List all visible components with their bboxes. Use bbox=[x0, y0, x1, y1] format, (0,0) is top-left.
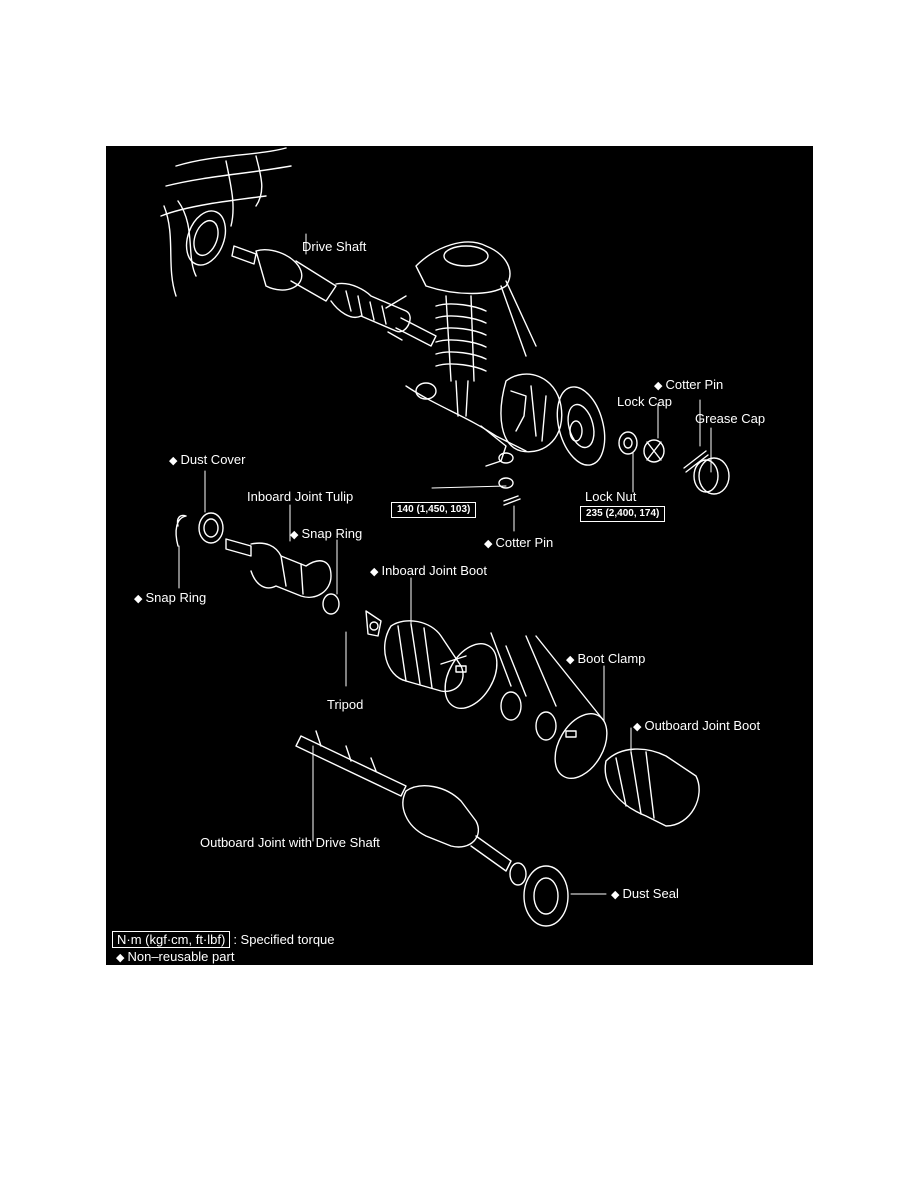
strut-and-knuckle bbox=[405, 241, 606, 467]
non-reusable-marker-icon: ◆ bbox=[654, 380, 663, 392]
label-text: Snap Ring bbox=[301, 526, 363, 541]
non-reusable-marker-icon: ◆ bbox=[484, 538, 493, 550]
non-reusable-marker-icon: ◆ bbox=[169, 455, 178, 467]
legend-torque: N·m (kgf·cm, ft·lbf): Specified torque bbox=[112, 931, 335, 948]
label-text: Cotter Pin bbox=[495, 535, 554, 550]
torque-box-knuckle-nut: 140 (1,450, 103) bbox=[391, 502, 477, 518]
label-dust-seal: ◆Dust Seal bbox=[611, 886, 679, 903]
boot-clamps bbox=[444, 632, 608, 779]
label-snap-ring-right: ◆Snap Ring bbox=[290, 526, 362, 543]
label-dust-cover: ◆Dust Cover bbox=[169, 452, 246, 469]
label-cotter-pin-bottom: ◆Cotter Pin bbox=[484, 535, 553, 552]
drive-shaft-assembly bbox=[231, 245, 437, 347]
non-reusable-marker-icon: ◆ bbox=[290, 529, 299, 541]
label-inboard-joint-tulip: Inboard Joint Tulip bbox=[247, 489, 354, 504]
non-reusable-marker-icon: ◆ bbox=[370, 566, 379, 578]
knuckle-nut-parts bbox=[498, 477, 521, 506]
transaxle-housing bbox=[160, 147, 292, 297]
label-text: Dust Cover bbox=[180, 452, 246, 467]
label-text: Cotter Pin bbox=[665, 377, 724, 392]
non-reusable-marker-icon: ◆ bbox=[611, 889, 620, 901]
label-inboard-joint-boot: ◆Inboard Joint Boot bbox=[370, 563, 487, 580]
legend-torque-desc: : Specified torque bbox=[233, 932, 335, 947]
legend-nonreusable: ◆Non–reusable part bbox=[116, 949, 234, 965]
label-grease-cap: Grease Cap bbox=[695, 411, 766, 426]
dust-seal bbox=[523, 865, 569, 927]
leader-lines bbox=[178, 233, 712, 895]
exploded-view-diagram: Drive Shaft ◆Cotter Pin Lock Cap Grease … bbox=[106, 146, 813, 965]
label-text: Boot Clamp bbox=[577, 651, 646, 666]
label-snap-ring-left: ◆Snap Ring bbox=[134, 590, 206, 607]
outboard-joint-shaft bbox=[295, 730, 527, 886]
label-text: Dust Seal bbox=[622, 886, 679, 901]
label-tripod: Tripod bbox=[327, 697, 364, 712]
non-reusable-marker-icon: ◆ bbox=[134, 593, 143, 605]
label-text: Snap Ring bbox=[145, 590, 207, 605]
label-cotter-pin-top: ◆Cotter Pin bbox=[654, 377, 723, 394]
label-outboard-joint-boot: ◆Outboard Joint Boot bbox=[633, 718, 760, 735]
drive-shaft-exploded-artwork bbox=[160, 147, 730, 927]
inboard-joint-parts bbox=[175, 512, 382, 637]
label-text: Outboard Joint Boot bbox=[644, 718, 761, 733]
legend-nonreusable-desc: Non–reusable part bbox=[127, 949, 235, 964]
inboard-joint-boot bbox=[383, 620, 467, 693]
label-lock-nut: Lock Nut bbox=[585, 489, 637, 504]
non-reusable-marker-icon: ◆ bbox=[566, 654, 575, 666]
legend-torque-unit: N·m (kgf·cm, ft·lbf) bbox=[112, 931, 231, 948]
label-boot-clamp: ◆Boot Clamp bbox=[566, 651, 645, 668]
non-reusable-marker-icon: ◆ bbox=[116, 952, 125, 964]
torque-box-lock-nut: 235 (2,400, 174) bbox=[580, 506, 666, 522]
label-outboard-joint-with-drive-shaft: Outboard Joint with Drive Shaft bbox=[200, 835, 380, 850]
non-reusable-marker-icon: ◆ bbox=[633, 721, 642, 733]
outboard-joint-boot bbox=[604, 748, 700, 827]
label-text: Inboard Joint Boot bbox=[381, 563, 487, 578]
label-lock-cap: Lock Cap bbox=[617, 394, 672, 409]
hub-fasteners bbox=[618, 431, 730, 495]
label-drive-shaft: Drive Shaft bbox=[302, 239, 367, 254]
